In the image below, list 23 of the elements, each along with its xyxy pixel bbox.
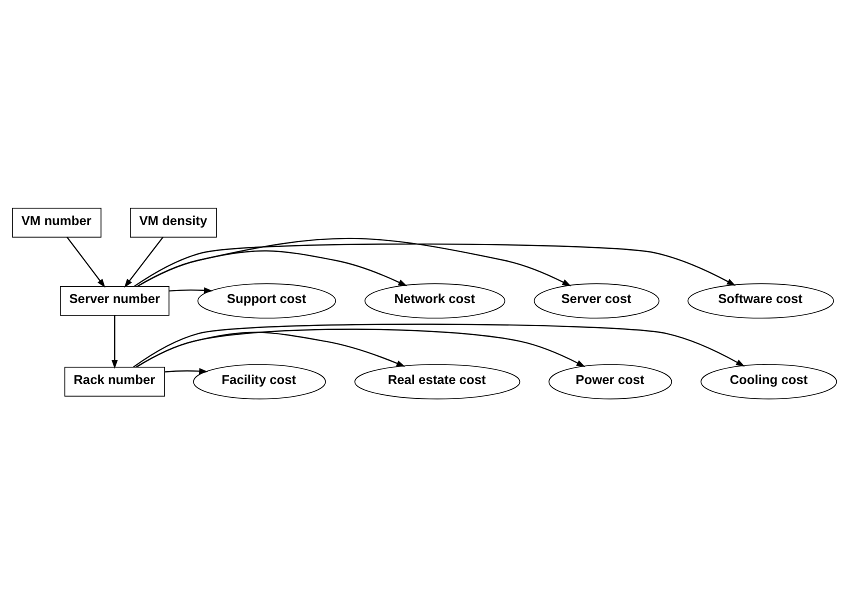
node-ellipse: Facility cost	[193, 364, 326, 399]
arrow	[66, 236, 106, 288]
node-ellipse: Server cost	[534, 282, 660, 318]
arrow	[124, 236, 164, 288]
node-box: VM number	[12, 207, 102, 238]
arrow	[136, 331, 406, 368]
arrow	[136, 328, 586, 368]
arrow	[134, 242, 736, 286]
node-box: VM density	[130, 207, 217, 238]
node-ellipse: Cooling cost	[700, 364, 838, 399]
node-ellipse: Support cost	[197, 282, 336, 318]
node-ellipse: Real estate cost	[354, 364, 520, 399]
node-box: Server number	[60, 286, 170, 316]
arrow	[164, 368, 208, 374]
arrow	[168, 286, 213, 293]
arrow	[112, 315, 118, 368]
arrow	[137, 250, 408, 286]
node-ellipse: Network cost	[364, 282, 506, 318]
node-box: Rack number	[64, 366, 165, 396]
arrow	[133, 323, 745, 368]
node-ellipse: Software cost	[688, 282, 834, 318]
arrow	[137, 237, 572, 286]
node-ellipse: Power cost	[548, 364, 672, 399]
